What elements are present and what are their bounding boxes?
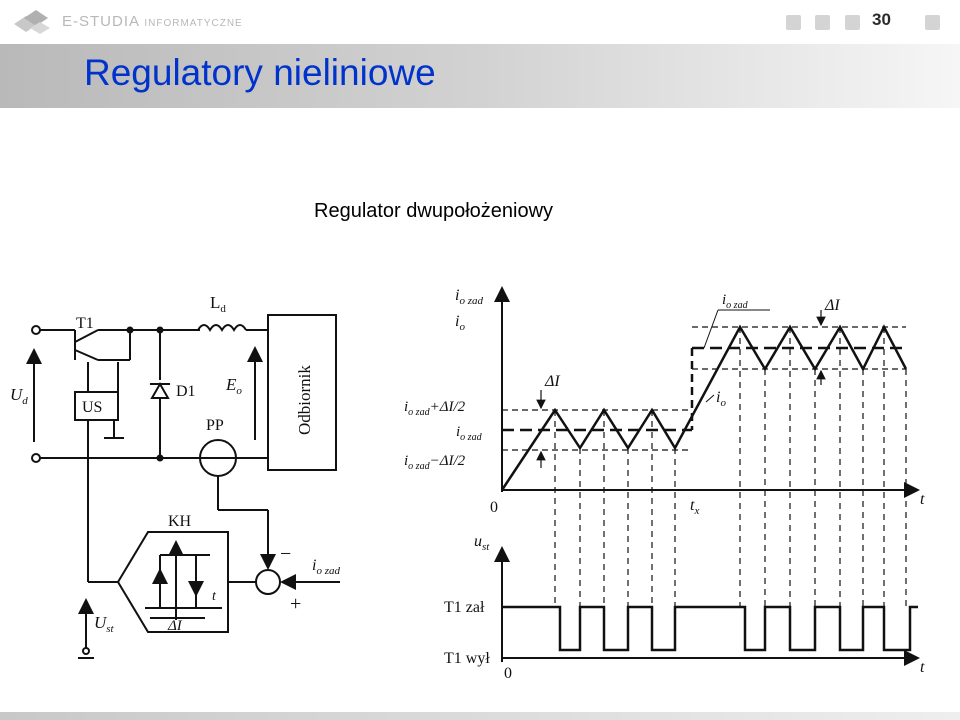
wf-label-mid: io zad bbox=[456, 424, 483, 443]
nav-square-2[interactable] bbox=[815, 15, 830, 30]
label-pp: PP bbox=[206, 417, 224, 434]
wf-delta-i-2: ΔI bbox=[824, 297, 840, 314]
label-ld: Ld bbox=[210, 293, 226, 315]
bottom-bar bbox=[0, 712, 960, 720]
slide-title: Regulatory nieliniowe bbox=[84, 52, 436, 93]
label-eo: Eo bbox=[225, 375, 242, 397]
label-us: US bbox=[82, 399, 102, 416]
wf-label-ust: ust bbox=[474, 533, 490, 553]
wf-zero-2: 0 bbox=[504, 665, 512, 682]
label-plus: + bbox=[290, 593, 301, 615]
wf-label-t1-wyl: T1 wył bbox=[444, 650, 490, 667]
nav-square-4[interactable] bbox=[925, 15, 940, 30]
nav-square-1[interactable] bbox=[786, 15, 801, 30]
slide-subtitle: Regulator dwupołożeniowy bbox=[314, 200, 554, 222]
logo-text: E-STUDIA INFORMATYCZNE bbox=[62, 13, 243, 30]
label-kh-delta-i: ΔI bbox=[167, 618, 183, 634]
label-ust: Ust bbox=[94, 613, 115, 635]
label-minus: − bbox=[280, 543, 291, 565]
wf-label-io-right: io bbox=[716, 389, 726, 409]
circuit-schematic bbox=[26, 314, 340, 659]
top-bar: E-STUDIA INFORMATYCZNE 30 bbox=[0, 0, 960, 44]
label-d1: D1 bbox=[176, 383, 196, 400]
wf-label-iozad-right: io zad bbox=[722, 292, 749, 311]
label-ud: Ud bbox=[10, 385, 28, 407]
label-kh: KH bbox=[168, 513, 192, 530]
logo-sub-text: INFORMATYCZNE bbox=[144, 18, 243, 29]
wf-label-t-1: t bbox=[920, 491, 925, 508]
wf-label-t-2: t bbox=[920, 659, 925, 676]
wf-label-t1-zal: T1 zał bbox=[444, 599, 485, 616]
wf-y-label-io: io bbox=[455, 313, 465, 333]
regulator-diagram: T1 Ld Ud US D1 Eo Odbiornik PP KH t ΔI U… bbox=[10, 286, 925, 682]
label-kh-t: t bbox=[212, 589, 217, 604]
logo-main-text: E-STUDIA bbox=[62, 13, 140, 30]
label-odbiornik: Odbiornik bbox=[295, 365, 314, 435]
label-t1: T1 bbox=[76, 315, 94, 332]
waveform-plot bbox=[494, 286, 920, 666]
e-studia-logo-icon bbox=[14, 10, 50, 34]
title-bar bbox=[0, 44, 960, 108]
wf-zero-1: 0 bbox=[490, 499, 498, 516]
nav-square-3[interactable] bbox=[845, 15, 860, 30]
page-number: 30 bbox=[872, 10, 891, 29]
wf-y-label-iozad: io zad bbox=[455, 287, 483, 307]
label-iozad-input: io zad bbox=[312, 557, 340, 577]
wf-label-lower: io zad−ΔI/2 bbox=[404, 453, 466, 472]
wf-delta-i-1: ΔI bbox=[544, 373, 560, 390]
wf-label-upper: io zad+ΔI/2 bbox=[404, 399, 466, 418]
wf-label-tx: tx bbox=[690, 497, 699, 517]
